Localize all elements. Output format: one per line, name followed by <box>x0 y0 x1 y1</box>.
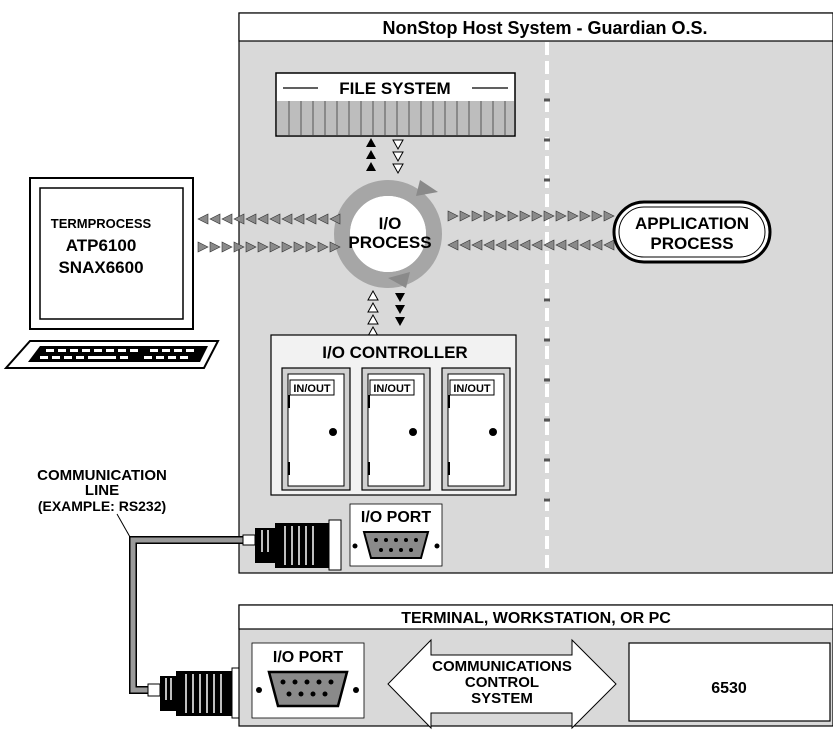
double-arrow-shape <box>387 638 617 730</box>
io-process-line2: PROCESS <box>348 233 431 252</box>
ccs-line3: SYSTEM <box>471 690 533 707</box>
comm-line-2: LINE <box>85 482 119 499</box>
io-door-2: IN/OUT <box>361 367 431 491</box>
workstation-panel: TERMINAL, WORKSTATION, OR PC I/O PORT CO… <box>238 604 833 730</box>
io-door-3: IN/OUT <box>441 367 511 491</box>
io-process-line1: I/O <box>379 214 402 233</box>
io-controller: I/O CONTROLLER IN/OUT IN/OUT IN/OUT <box>270 334 517 496</box>
workstation-io-port: I/O PORT <box>251 642 365 719</box>
communication-line-label: COMMUNICATION LINE (EXAMPLE: RS232) <box>37 467 167 538</box>
serial-cable <box>129 519 342 719</box>
cable-plug-bottom <box>147 667 243 719</box>
terminal-line1: TERMPROCESS <box>51 216 152 231</box>
comm-line-3: (EXAMPLE: RS232) <box>38 498 166 514</box>
workstation-title: TERMINAL, WORKSTATION, OR PC <box>401 610 671 627</box>
io-to-controller-arrows <box>367 289 405 337</box>
fs-to-io-arrows <box>366 138 404 175</box>
file-system-drawers <box>277 101 514 135</box>
file-system-label: FILE SYSTEM <box>339 79 450 98</box>
keyboard <box>3 340 220 369</box>
application-io-arrows <box>447 210 615 251</box>
host-io-port: I/O PORT <box>349 503 443 567</box>
terminal-io-arrows <box>197 213 341 253</box>
io-process-ring <box>334 180 442 288</box>
workstation-io-port-label: I/O PORT <box>273 649 343 666</box>
application-line2: PROCESS <box>650 234 733 253</box>
host-system-title: NonStop Host System - Guardian O.S. <box>382 18 707 38</box>
cable-plug-top <box>242 519 342 571</box>
comm-line-1: COMMUNICATION <box>37 467 167 484</box>
io-process-node: I/O PROCESS <box>334 180 442 288</box>
io-controller-label: I/O CONTROLLER <box>322 343 467 362</box>
ccs-line1: COMMUNICATIONS <box>432 658 572 675</box>
terminal-line2: ATP6100 <box>66 236 137 255</box>
terminal-computer: TERMPROCESS ATP6100 SNAX6600 <box>3 177 220 369</box>
application-line1: APPLICATION <box>635 214 749 233</box>
io-process-inner <box>350 196 426 272</box>
communications-control-system: COMMUNICATIONS CONTROL SYSTEM <box>387 638 617 730</box>
ccs-line2: CONTROL <box>465 674 539 691</box>
terminal-line3: SNAX6600 <box>58 258 143 277</box>
ring-arrow-top <box>416 180 438 196</box>
io-door-3-label: IN/OUT <box>453 383 491 395</box>
host-io-port-label: I/O PORT <box>361 509 431 526</box>
divider-ticks <box>544 98 550 502</box>
io-door-2-label: IN/OUT <box>373 383 411 395</box>
application-process-node: APPLICATION PROCESS <box>612 200 772 264</box>
ring-arrow-bottom <box>388 272 410 288</box>
host-db9-connector <box>362 531 430 559</box>
file-system-box: FILE SYSTEM <box>275 72 516 137</box>
io-door-1-label: IN/OUT <box>293 383 331 395</box>
emulator-6530-box: 6530 <box>628 642 831 722</box>
emulator-6530-label: 6530 <box>711 680 747 697</box>
workstation-db9-connector <box>267 670 349 708</box>
io-door-1: IN/OUT <box>281 367 351 491</box>
